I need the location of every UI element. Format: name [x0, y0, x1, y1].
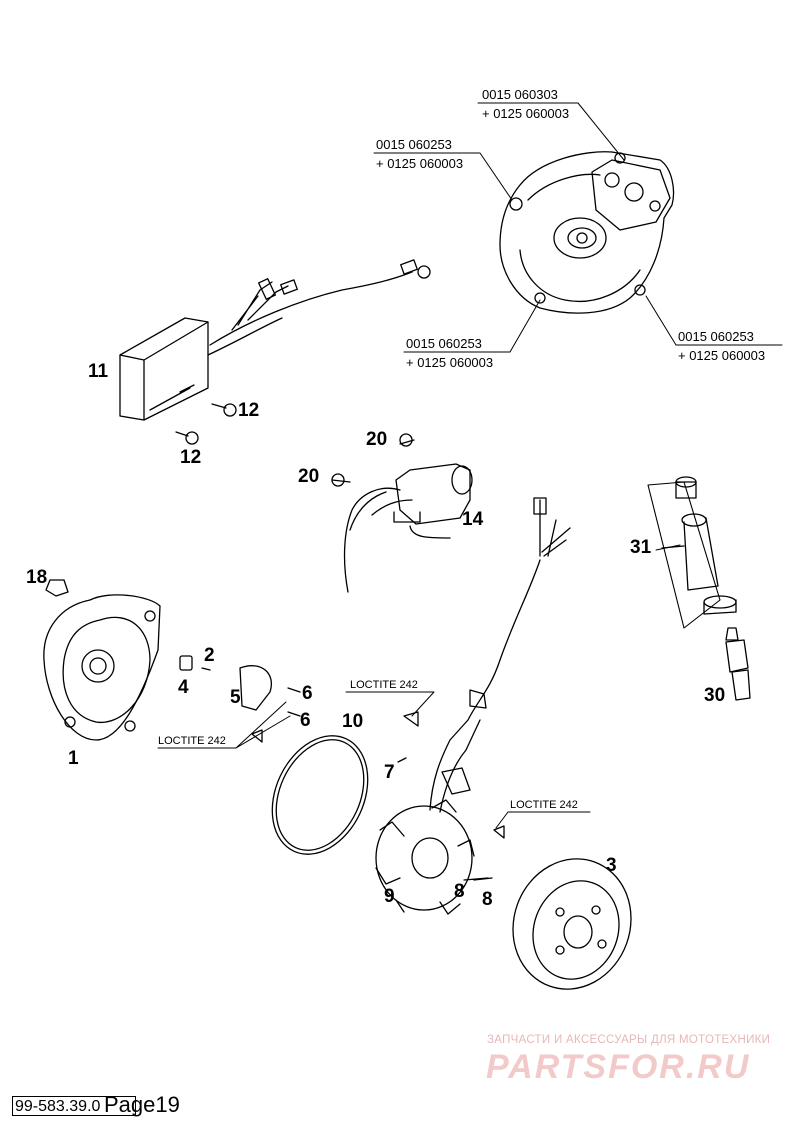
part-label-14: 14	[462, 509, 484, 530]
cdi-unit-drawing	[119, 259, 431, 421]
stator-housing-drawing	[43, 579, 161, 741]
screw-part-number: 0015 060253	[678, 329, 754, 344]
part-label-11: 11	[88, 361, 109, 382]
document-number: 99-583.39.0	[12, 1096, 136, 1116]
screw-part-number: + 0125 060003	[406, 355, 494, 370]
spark-plug-assembly-drawing	[647, 476, 751, 701]
screw-part-number: 0015 060253	[376, 137, 452, 152]
watermark-tagline: ЗАПЧАСТИ И АКСЕССУАРЫ ДЛЯ МОТОТЕХНИКИ	[487, 1034, 771, 1046]
watermark-logo: PARTSFOR.RU	[486, 1048, 751, 1086]
stator-drawing	[375, 497, 571, 915]
screw-part-number: 0015 060253	[406, 336, 482, 351]
part-label-6: 6	[300, 710, 311, 731]
screw-part-number: 0015 060303	[482, 87, 558, 102]
part-label-10: 10	[342, 711, 364, 732]
loctite-note: LOCTITE 242	[510, 799, 578, 811]
ignition-cover-drawing	[499, 151, 675, 314]
loctite-note: LOCTITE 242	[158, 735, 226, 747]
screw-part-number: + 0125 060003	[376, 156, 464, 171]
screw-part-number: + 0125 060003	[678, 348, 766, 363]
screw-leaders	[373, 102, 783, 353]
part-label-9: 9	[384, 886, 395, 907]
part-label-4: 4	[178, 677, 189, 698]
part-label-31: 31	[630, 537, 652, 558]
o-ring-drawing	[271, 735, 369, 855]
part-label-18: 18	[26, 567, 48, 588]
part-label-12: 12	[180, 447, 202, 468]
loctite-note: LOCTITE 242	[350, 679, 418, 691]
ignition-coil-drawing	[331, 433, 473, 593]
page-number: Page19	[104, 1092, 180, 1117]
small-parts-drawing	[179, 655, 505, 839]
part-label-12: 12	[238, 400, 260, 421]
part-label-20: 20	[298, 466, 320, 487]
part-label-5: 5	[230, 687, 241, 708]
part-label-2: 2	[204, 645, 215, 666]
part-label-8: 8	[454, 881, 465, 902]
part-label-8: 8	[482, 889, 493, 910]
part-label-6: 6	[302, 683, 313, 704]
part-label-3: 3	[606, 855, 617, 876]
part-label-7: 7	[384, 762, 395, 783]
part-label-30: 30	[704, 685, 726, 706]
part-label-20: 20	[366, 429, 388, 450]
loctite-leaders	[157, 544, 681, 829]
flywheel-drawing	[512, 858, 632, 990]
bolts-12-drawing	[175, 403, 237, 445]
screw-part-number: + 0125 060003	[482, 106, 570, 121]
part-label-1: 1	[68, 748, 79, 769]
